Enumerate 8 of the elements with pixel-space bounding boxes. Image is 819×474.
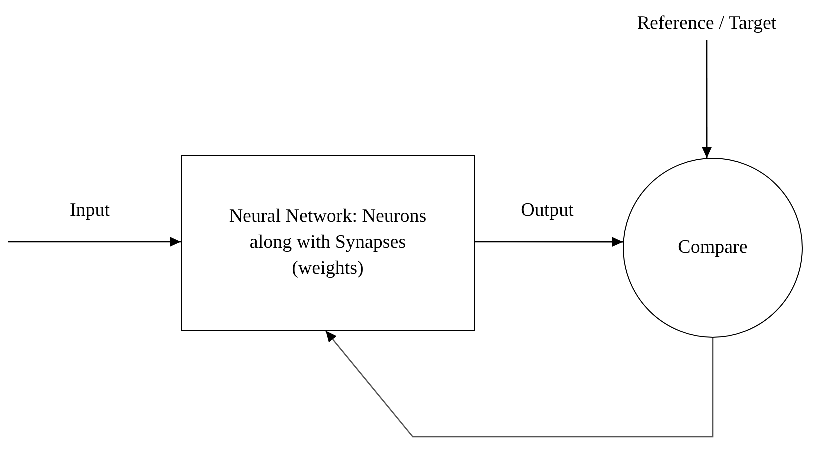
arrow (702, 40, 712, 158)
arrow (475, 237, 624, 248)
arrow (8, 236, 181, 247)
node-text: Neural Network: Neurons along with Synapses (weights) (228, 205, 428, 281)
process-box (181, 155, 475, 331)
node-text: Reference / Target (637, 12, 777, 36)
node-text: Compare (678, 236, 748, 260)
arrow (325, 330, 714, 438)
